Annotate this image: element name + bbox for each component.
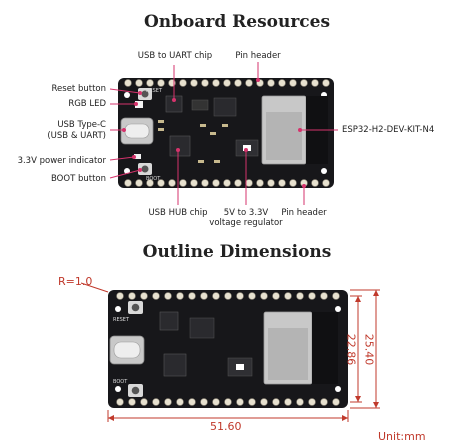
dim-width: 51.60: [210, 420, 242, 433]
label-rgb-led: RGB LED: [68, 99, 106, 109]
label-reset-button: Reset button: [51, 84, 106, 94]
label-usb-type-c: USB Type-C: [57, 120, 106, 130]
outline-dimensions-title: Outline Dimensions: [142, 242, 332, 262]
bottom-board: [108, 290, 348, 408]
label-regulator-2: voltage regulator: [209, 218, 283, 228]
dim-height-outer: 25.40: [362, 333, 376, 366]
silk-reset-bottom: RESET: [113, 317, 130, 323]
bottom-pin-row: [124, 179, 330, 187]
bottom-bottom-pin-row: [116, 398, 340, 406]
silk-reset-top: RESET: [146, 88, 163, 94]
bottom-top-pin-row: [116, 292, 340, 300]
dim-radius: R=1.0: [58, 275, 93, 288]
top-pin-row: [124, 79, 330, 87]
label-boot-button: BOOT button: [51, 174, 106, 184]
onboard-resources-title: Onboard Resources: [143, 12, 331, 32]
label-usb-uart-chip: USB to UART chip: [137, 51, 213, 61]
silk-boot-bottom: BOOT: [113, 379, 128, 385]
silk-boot-top: BOOT: [146, 176, 161, 182]
label-regulator-1: 5V to 3.3V: [223, 208, 269, 218]
label-usb-hub-chip: USB HUB chip: [148, 208, 208, 218]
top-callouts: [109, 62, 338, 205]
label-pin-header-bottom: Pin header: [281, 208, 327, 218]
label-usb-uart: (USB & UART): [47, 131, 106, 141]
label-pin-header-top: Pin header: [235, 51, 281, 61]
label-module: ESP32-H2-DEV-KIT-N4: [342, 125, 435, 135]
dim-height-inner: 22.86: [344, 333, 358, 366]
dim-unit: Unit:mm: [378, 430, 426, 443]
dimension-lines: [80, 282, 380, 422]
label-power-indicator: 3.3V power indicator: [17, 156, 106, 166]
